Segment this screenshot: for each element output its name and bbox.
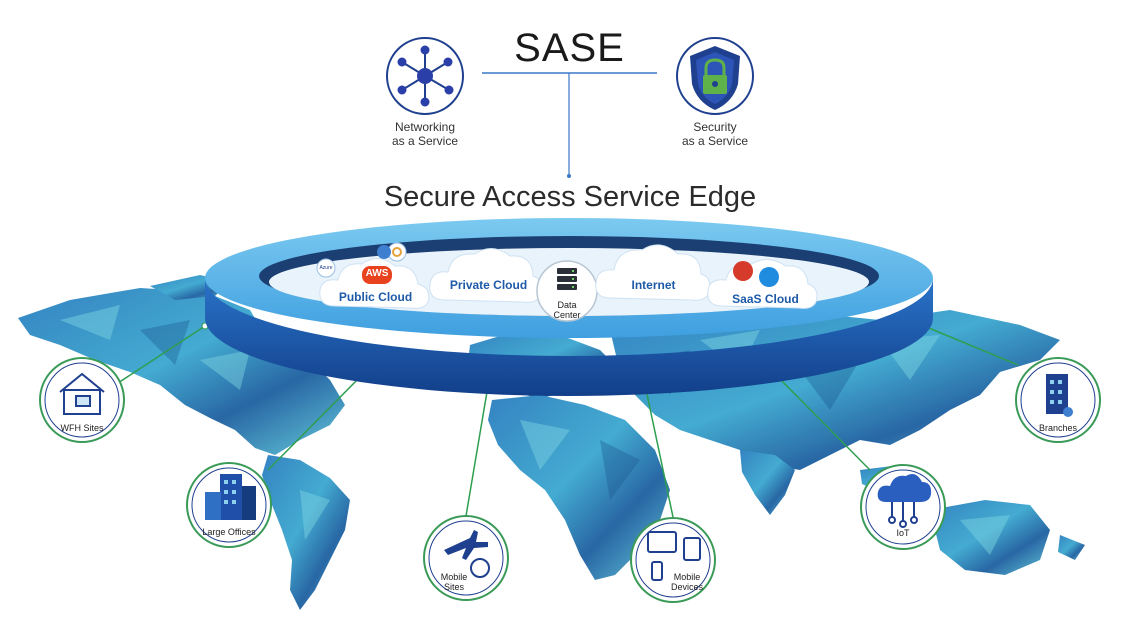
azure-icon xyxy=(316,258,336,278)
datacenter-label: Data Center xyxy=(545,300,589,320)
iot-cloud-icon xyxy=(877,474,932,528)
endpoint-mobile-sites-line1: Mobile xyxy=(440,572,468,582)
airplane-icon xyxy=(444,530,488,560)
salesforce-icon xyxy=(759,267,779,287)
location-pin-icon xyxy=(470,558,490,578)
datacenter-line1: Data xyxy=(557,300,577,310)
aws-badge xyxy=(362,266,392,284)
header xyxy=(482,72,657,178)
map-africa xyxy=(488,395,670,580)
map-india xyxy=(740,450,795,515)
endpoint-large-offices xyxy=(186,462,272,548)
endpoint-mobile-devices xyxy=(630,517,716,603)
cloud-public-label: Public Cloud xyxy=(338,290,413,304)
cloud-saas xyxy=(707,259,818,309)
map-north-america xyxy=(18,288,345,455)
pillar-security-name: Security xyxy=(693,120,737,134)
cloud-private-label: Private Cloud xyxy=(449,278,528,292)
pillar-security-sub: as a Service xyxy=(681,134,749,148)
connectors xyxy=(117,325,1019,518)
pillar-networking-label: Networking as a Service xyxy=(370,120,480,148)
endpoint-mobile-sites-label: Mobile Sites xyxy=(436,572,472,592)
page-title: SASE xyxy=(514,26,625,70)
cloud-saas-label: SaaS Cloud xyxy=(732,292,799,306)
saas-app-icon-red xyxy=(733,261,753,281)
endpoint-iot xyxy=(860,464,946,550)
endpoint-mobile-devices-line1: Mobile xyxy=(673,572,701,582)
server-rack-icon xyxy=(557,268,577,290)
ring-side xyxy=(205,278,933,396)
devices-icon xyxy=(647,531,701,581)
map-south-america xyxy=(262,455,350,610)
page-subtitle: Secure Access Service Edge xyxy=(383,181,757,213)
office-building-icon xyxy=(205,474,256,520)
pillar-security-label: Security as a Service xyxy=(660,120,770,148)
endpoint-large-offices-label: Large Offices xyxy=(202,527,256,537)
ring-clouds xyxy=(316,242,818,322)
map-new-zealand xyxy=(1058,535,1085,560)
endpoint-mobile-devices-label: Mobile Devices xyxy=(665,572,709,592)
endpoint-mobile-devices-line2: Devices xyxy=(670,582,703,592)
pillar-networking-name: Networking xyxy=(394,120,456,134)
map-australia xyxy=(930,500,1050,575)
aws-badge-label: AWS xyxy=(365,268,389,279)
branch-building-icon xyxy=(1046,374,1073,417)
endpoint-wfh-label: WFH Sites xyxy=(60,423,104,433)
pillar-networking-sub: as a Service xyxy=(391,134,459,148)
endpoint-mobile-sites xyxy=(423,515,509,601)
security-pillar xyxy=(676,37,754,115)
cloud-internet-label: Internet xyxy=(631,278,676,292)
world-map xyxy=(18,275,1085,610)
endpoint-branches xyxy=(1015,357,1101,443)
endpoint-branches-label: Branches xyxy=(1038,423,1078,433)
connector-dot xyxy=(567,174,571,178)
datacenter-line2: Center xyxy=(553,310,581,320)
cloud-public xyxy=(316,242,430,309)
home-office-icon xyxy=(59,372,105,415)
endpoint-wfh xyxy=(39,357,125,443)
azure-label: Azure xyxy=(319,265,333,271)
networking-pillar xyxy=(386,37,464,115)
endpoint-mobile-sites-line2: Sites xyxy=(443,582,464,592)
endpoint-iot-label: IoT xyxy=(896,528,910,538)
datacenter xyxy=(536,260,598,322)
endpoints xyxy=(39,357,1101,603)
